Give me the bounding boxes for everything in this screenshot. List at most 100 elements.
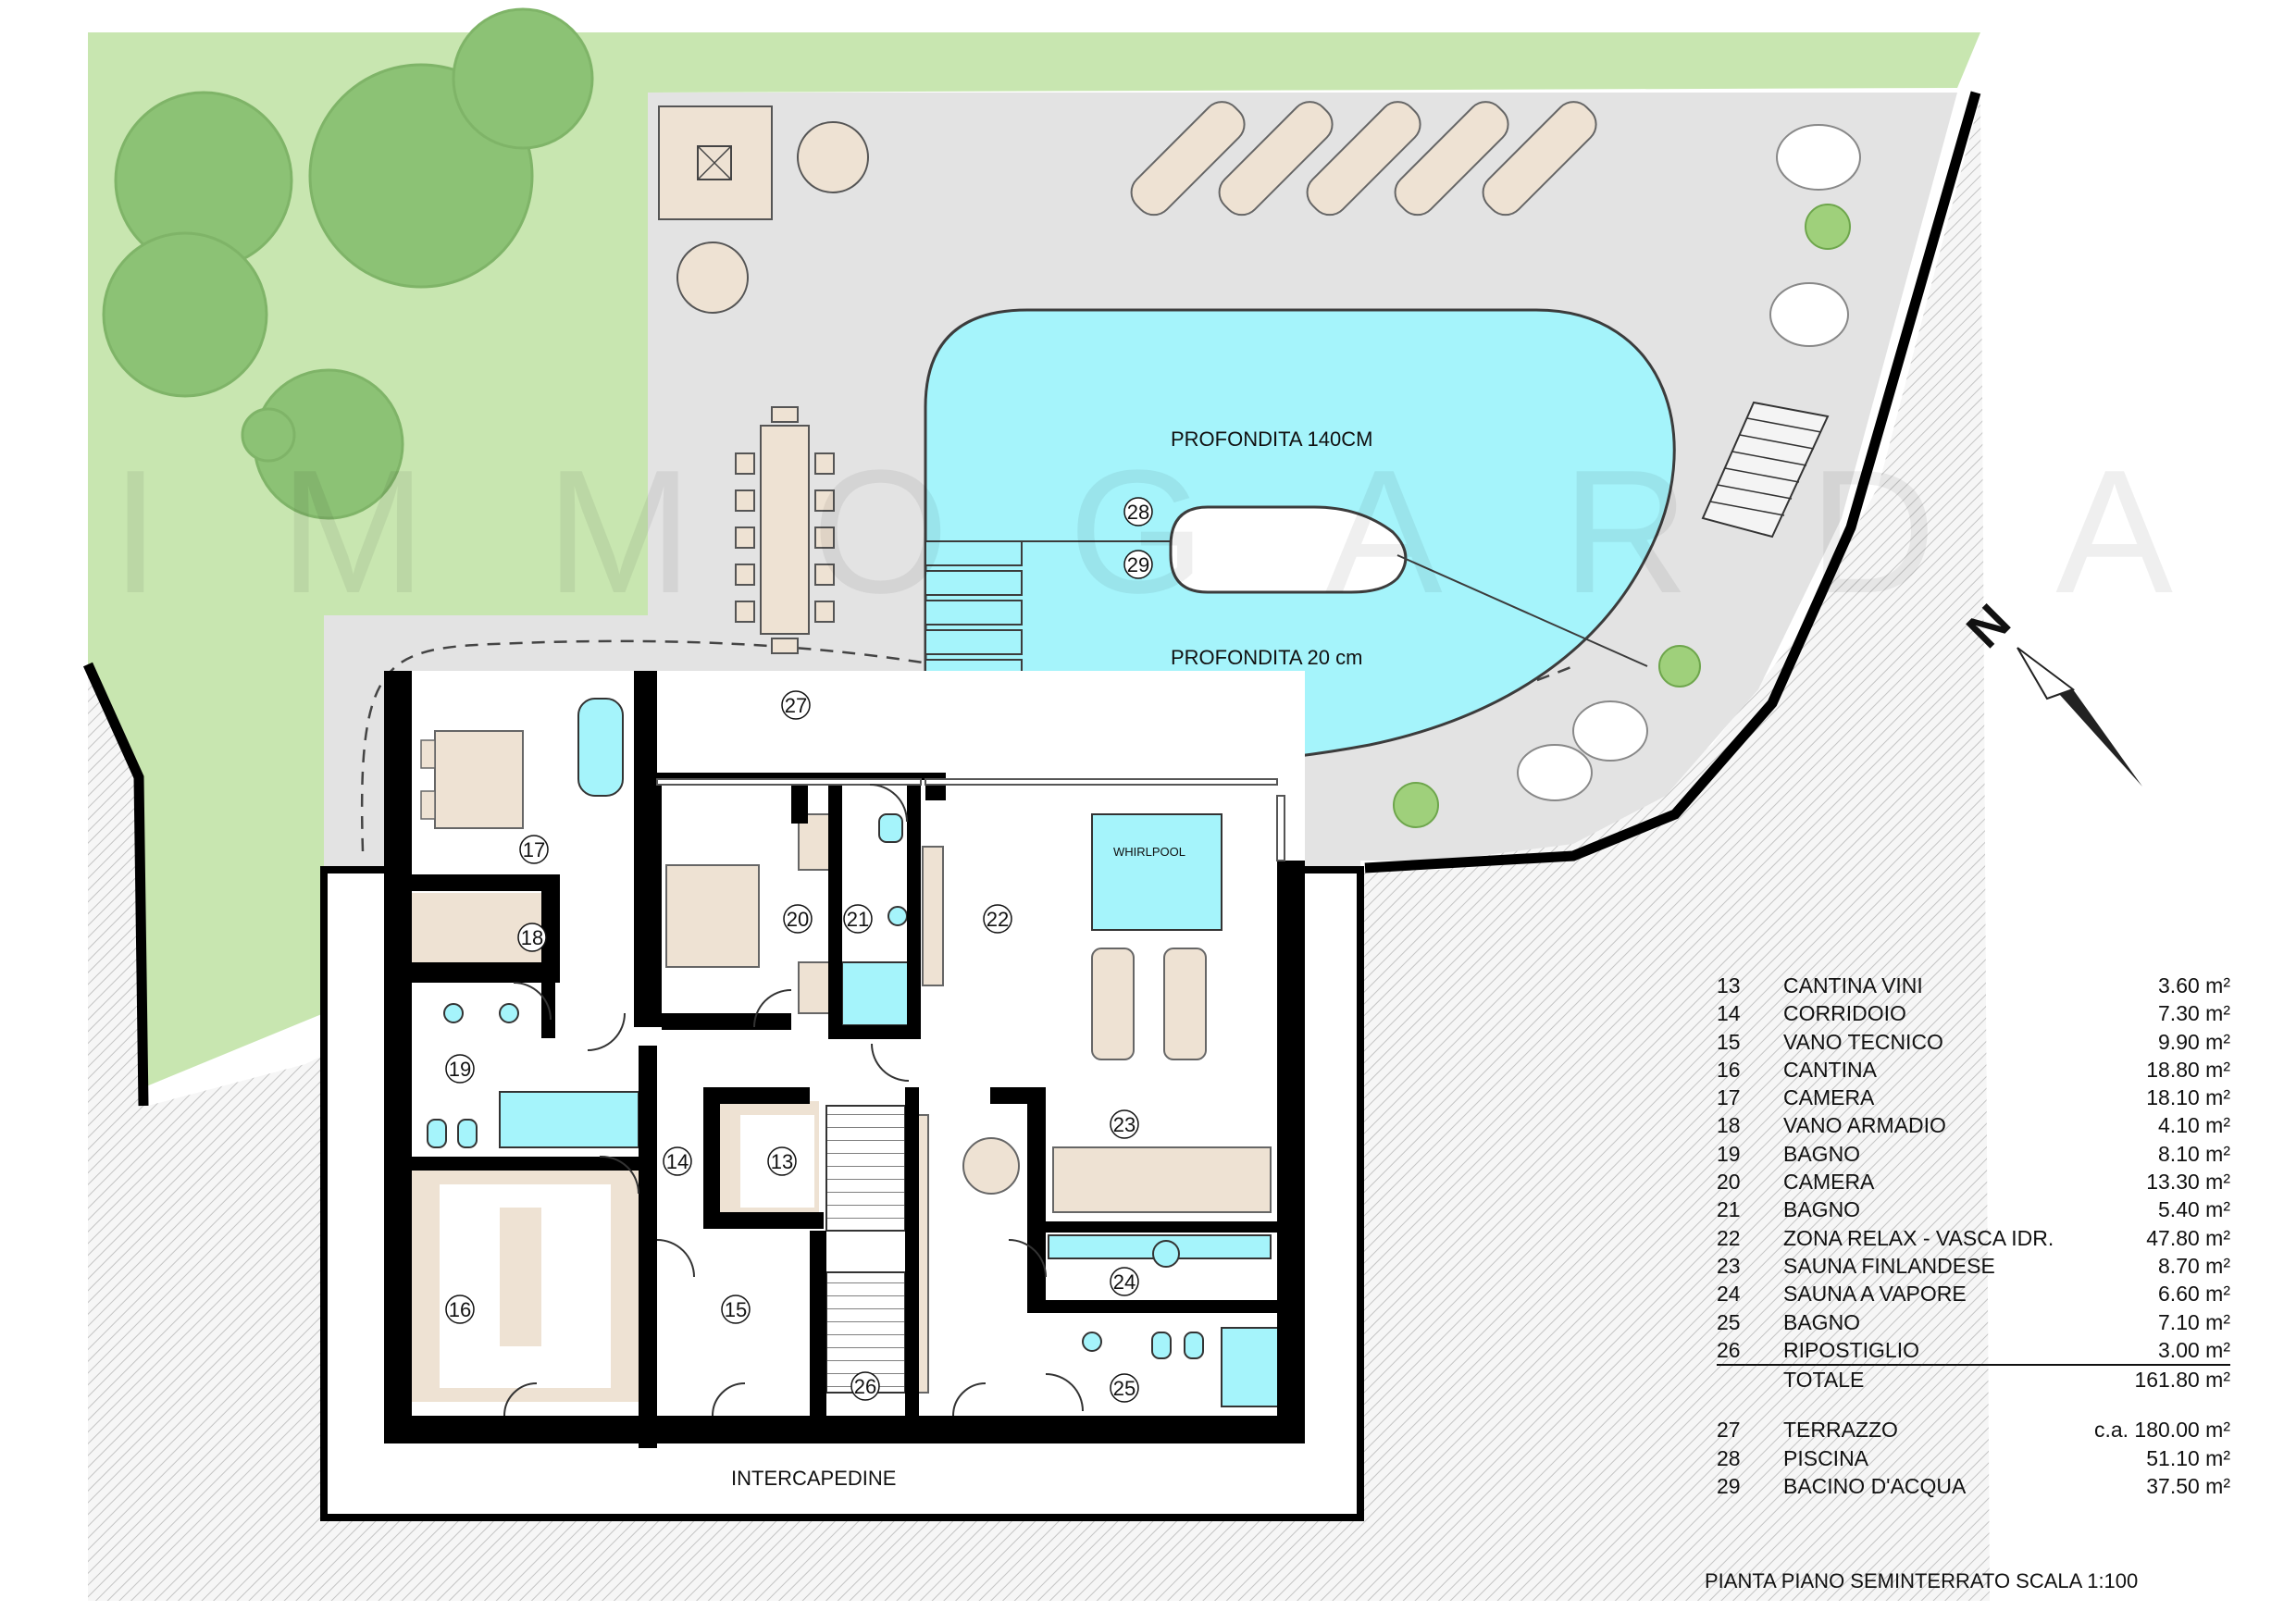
room-marker: 13 <box>767 1146 797 1176</box>
shrub <box>1517 744 1593 801</box>
legend-name: SAUNA FINLANDESE <box>1783 1253 1995 1278</box>
walls <box>384 671 1305 1448</box>
legend-area: 3.00 m² <box>2158 1337 2230 1362</box>
legend-area: 18.80 m² <box>2146 1057 2230 1082</box>
legend-num: 29 <box>1717 1474 1741 1499</box>
lounger-relax <box>1163 948 1207 1060</box>
room-18-number: 18 <box>521 926 543 949</box>
bed-17 <box>434 730 524 829</box>
legend-name: BAGNO <box>1783 1141 1861 1166</box>
slope-left <box>88 97 1990 1601</box>
legend-area: 4.10 m² <box>2158 1113 2230 1138</box>
legend-row: 19 BAGNO 8.10 m² <box>1717 1140 2230 1168</box>
round-chair <box>797 121 869 193</box>
legend-area: 7.30 m² <box>2158 1001 2230 1026</box>
tree <box>102 231 268 398</box>
legend-name: PISCINA <box>1783 1445 1869 1470</box>
legend-area: 37.50 m² <box>2146 1474 2230 1499</box>
bathtub <box>577 698 624 797</box>
pool-depth-deep: PROFONDITA 140CM <box>1171 427 1372 451</box>
room-22-number: 22 <box>987 908 1009 931</box>
cavity-label: INTERCAPEDINE <box>731 1467 896 1490</box>
room-26-number: 26 <box>854 1375 876 1398</box>
legend-row: 28 PISCINA 51.10 m² <box>1717 1444 2230 1472</box>
room-marker: 16 <box>445 1295 475 1324</box>
legend-area: 18.10 m² <box>2146 1085 2230 1110</box>
dining-table <box>735 406 835 654</box>
room-16-number: 16 <box>449 1298 471 1321</box>
room-marker: 25 <box>1110 1373 1139 1403</box>
whirlpool <box>1091 813 1222 931</box>
legend-row: 24 SAUNA A VAPORE 6.60 m² <box>1717 1280 2230 1307</box>
legend-num: 20 <box>1717 1170 1741 1195</box>
sauna-bench <box>1052 1146 1272 1213</box>
legend-name: CORRIDOIO <box>1783 1001 1906 1026</box>
legend-name: TERRAZZO <box>1783 1418 1898 1443</box>
legend-total: TOTALE 161.80 m² <box>1717 1366 2230 1394</box>
sun-lounger <box>1394 101 1509 217</box>
room-15-number: 15 <box>725 1298 747 1321</box>
legend-num: 14 <box>1717 1001 1741 1026</box>
sun-lounger <box>1218 101 1334 217</box>
room-21-number: 21 <box>847 908 869 931</box>
legend-num: 28 <box>1717 1445 1741 1470</box>
legend-num: 23 <box>1717 1253 1741 1278</box>
tree <box>241 407 296 463</box>
lawn <box>88 32 1980 1110</box>
room-19-number: 19 <box>449 1058 471 1081</box>
cellar-table <box>500 1208 541 1346</box>
room-marker: 29 <box>1123 550 1153 579</box>
legend-area: 51.10 m² <box>2146 1445 2230 1470</box>
sun-loungers <box>1130 101 1597 217</box>
sun-lounger <box>1130 101 1246 217</box>
windows <box>656 778 1285 861</box>
legend-name: SAUNA A VAPORE <box>1783 1282 1967 1307</box>
pool-depth-shallow: PROFONDITA 20 cm <box>1171 646 1362 669</box>
room-marker: 27 <box>781 690 811 720</box>
room-marker: 28 <box>1123 497 1153 527</box>
plant <box>1805 204 1851 250</box>
exterior-stairs <box>1701 401 1830 539</box>
legend-area: 13.30 m² <box>2146 1170 2230 1195</box>
legend-name: CAMERA <box>1783 1085 1875 1110</box>
legend-name: VANO TECNICO <box>1783 1029 1943 1054</box>
room-28-number: 28 <box>1127 501 1149 524</box>
legend-name: RIPOSTIGLIO <box>1783 1337 1919 1362</box>
legend-num: 17 <box>1717 1085 1741 1110</box>
round-table <box>962 1137 1020 1195</box>
shrub <box>1776 124 1861 191</box>
room-13-number: 13 <box>771 1150 793 1173</box>
legend-name: CANTINA <box>1783 1057 1877 1082</box>
room-14-number: 14 <box>666 1150 689 1173</box>
legend-num: 13 <box>1717 973 1741 997</box>
legend-name: CANTINA VINI <box>1783 973 1923 997</box>
plant <box>1658 645 1701 688</box>
legend-area: 8.10 m² <box>2158 1141 2230 1166</box>
boundary-wall <box>1364 91 1981 873</box>
trees <box>102 7 594 520</box>
legend-area: 6.60 m² <box>2158 1282 2230 1307</box>
shrubs <box>1517 124 1861 801</box>
legend-name: BACINO D'ACQUA <box>1783 1474 1967 1499</box>
total-area: 161.80 m² <box>2134 1368 2230 1393</box>
legend-num: 22 <box>1717 1225 1741 1250</box>
legend-num: 25 <box>1717 1309 1741 1334</box>
room-marker: 22 <box>983 904 1012 934</box>
legend-row: 29 BACINO D'ACQUA 37.50 m² <box>1717 1472 2230 1500</box>
lounger-relax <box>1091 948 1135 1060</box>
dashed-path <box>360 639 1574 852</box>
room-25-number: 25 <box>1113 1377 1136 1400</box>
legend-num: 19 <box>1717 1141 1741 1166</box>
legend-num: 21 <box>1717 1197 1741 1222</box>
legend-num: 24 <box>1717 1282 1741 1307</box>
legend-area: 7.10 m² <box>2158 1309 2230 1334</box>
